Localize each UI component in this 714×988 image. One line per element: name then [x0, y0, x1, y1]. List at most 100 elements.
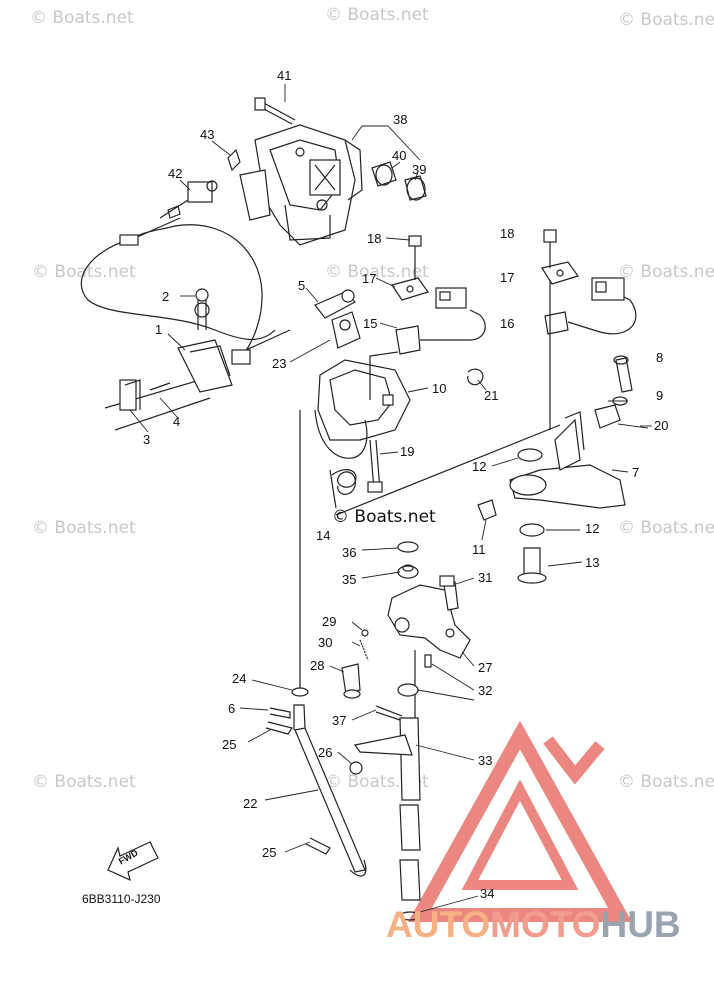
callout-39: 39	[412, 162, 427, 177]
callout-16: 16	[500, 316, 515, 331]
lever-5	[314, 289, 356, 319]
brand-part-auto: AUTO	[386, 904, 491, 945]
washer-36	[397, 541, 419, 553]
callout-28: 28	[310, 658, 325, 673]
spring-30	[359, 639, 369, 661]
leader-lines	[129, 84, 652, 913]
bushing-35-bottom	[397, 683, 419, 697]
callout-18-left: 18	[367, 231, 382, 246]
callout-5: 5	[298, 278, 306, 293]
callout-11: 11	[472, 542, 486, 557]
callout-37: 37	[332, 713, 347, 728]
callout-22: 22	[243, 796, 258, 811]
clip-25-bottom	[305, 837, 331, 855]
callout-34: 34	[480, 886, 495, 901]
callout-4: 4	[173, 414, 181, 429]
callout-36: 36	[342, 545, 357, 560]
callout-17-right: 17	[500, 270, 515, 285]
callout-38: 38	[393, 112, 408, 127]
brand-part-hub: HUB	[600, 904, 681, 945]
screw-11	[477, 499, 497, 521]
callout-24: 24	[232, 671, 247, 686]
pin-32	[424, 654, 432, 668]
switch-16	[544, 277, 637, 335]
bolt-8	[613, 355, 633, 393]
watermark: © Boats.net	[32, 772, 136, 792]
pin-19	[367, 439, 383, 493]
washer-24	[291, 687, 309, 697]
callout-20: 20	[654, 418, 669, 433]
nut-26	[349, 761, 363, 775]
ball-29	[361, 629, 369, 637]
callout-10: 10	[432, 381, 447, 396]
callout-29: 29	[322, 614, 337, 629]
oring-34	[399, 911, 421, 921]
callout-14: 14	[316, 528, 331, 543]
shift-rod-22	[293, 704, 367, 877]
callout-7: 7	[632, 465, 640, 480]
shift-rod-33	[353, 717, 421, 901]
clip-6	[269, 707, 291, 719]
alignment-lines	[299, 280, 561, 720]
remote-control-body	[239, 124, 363, 246]
clip-25-top	[265, 721, 293, 735]
callout-33: 33	[478, 753, 493, 768]
callout-15: 15	[363, 316, 378, 331]
callout-19: 19	[400, 444, 415, 459]
callout-25-bottom: 25	[262, 845, 277, 860]
watermark: © Boats.net	[618, 262, 714, 282]
callout-35-top: 35	[342, 572, 357, 587]
automotohub-logo-mark	[408, 720, 632, 922]
bracket-23	[331, 311, 361, 349]
spring-14	[329, 469, 357, 509]
switch-15	[395, 287, 486, 355]
callout-18-right: 18	[500, 226, 515, 241]
callout-31: 31	[478, 570, 493, 585]
callout-25-top: 25	[222, 737, 237, 752]
watermark: © Boats.net	[325, 262, 429, 282]
callout-32: 32	[478, 683, 493, 698]
bushing-20	[594, 404, 621, 429]
callout-12-top: 12	[472, 459, 487, 474]
callout-42: 42	[168, 166, 183, 181]
watermark: © Boats.net	[32, 518, 136, 538]
clip-43	[227, 148, 241, 172]
callout-17-left: 17	[362, 271, 377, 286]
callout-8: 8	[656, 350, 664, 365]
callout-6: 6	[228, 701, 236, 716]
bolt-31	[439, 575, 459, 611]
bracket-10	[314, 359, 411, 459]
bracket-27	[387, 584, 471, 659]
callout-2: 2	[162, 289, 170, 304]
throttle-cable	[80, 217, 276, 353]
washer-12-top	[517, 448, 543, 462]
lever-7	[509, 411, 626, 509]
center-copyright-mark: © Boats.net	[332, 507, 436, 527]
diagram-code: 6BB3110-J230	[82, 892, 161, 906]
cable-end-42	[159, 180, 218, 219]
pin-37	[375, 705, 403, 721]
switch-17-left	[391, 235, 429, 301]
callout-12-bottom: 12	[585, 521, 600, 536]
watermark: © Boats.net	[618, 518, 714, 538]
callout-41: 41	[277, 68, 292, 83]
washer-12-bottom	[519, 523, 545, 537]
fwd-arrow-icon	[107, 841, 159, 882]
plunger-28	[341, 663, 361, 699]
callout-9: 9	[656, 388, 664, 403]
clip-21	[467, 368, 484, 386]
callout-23: 23	[272, 356, 287, 371]
automotohub-logo-text: AUTOMOTOHUB	[386, 904, 681, 946]
watermark: © Boats.net	[325, 5, 429, 25]
callout-40: 40	[392, 148, 407, 163]
callout-21: 21	[484, 388, 499, 403]
callout-26: 26	[318, 745, 333, 760]
switch-17-right	[541, 229, 579, 285]
throttle-linkage-left	[104, 288, 291, 431]
watermark: © Boats.net	[618, 772, 714, 792]
shoulder-bolt-13	[517, 547, 547, 584]
callout-13: 13	[585, 555, 600, 570]
bushing-40	[371, 161, 397, 187]
